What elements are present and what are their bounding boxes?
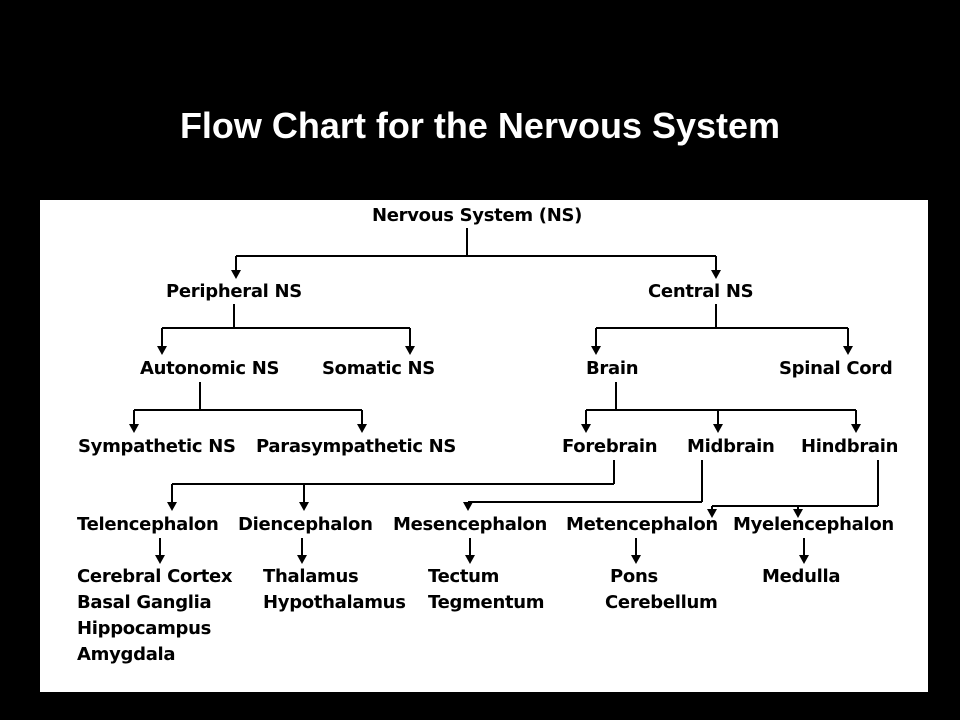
node-peripheral-ns: Peripheral NS bbox=[166, 281, 302, 302]
leaf-amygdala: Amygdala bbox=[77, 644, 176, 665]
leaf-hippocampus: Hippocampus bbox=[77, 618, 212, 639]
node-telencephalon: Telencephalon bbox=[77, 514, 219, 535]
node-brain: Brain bbox=[586, 358, 639, 379]
leaf-medulla: Medulla bbox=[762, 566, 841, 587]
node-sympathetic-ns: Sympathetic NS bbox=[78, 436, 236, 457]
node-hindbrain: Hindbrain bbox=[801, 436, 899, 457]
connector-lines bbox=[129, 228, 879, 564]
arrowhead-icon bbox=[297, 555, 307, 564]
node-forebrain: Forebrain bbox=[562, 436, 658, 457]
arrowhead-icon bbox=[465, 555, 475, 564]
node-spinal-cord: Spinal Cord bbox=[779, 358, 893, 379]
arrowhead-icon bbox=[591, 346, 601, 355]
leaf-thalamus: Thalamus bbox=[263, 566, 359, 587]
node-myelencephalon: Myelencephalon bbox=[733, 514, 894, 535]
leaf-pons: Pons bbox=[610, 566, 658, 587]
arrowhead-icon bbox=[843, 346, 853, 355]
flow-chart-panel: Nervous System (NS) Peripheral NS Centra… bbox=[40, 200, 928, 692]
leaf-tectum: Tectum bbox=[428, 566, 500, 587]
node-nervous-system: Nervous System (NS) bbox=[372, 205, 583, 226]
node-metencephalon: Metencephalon bbox=[566, 514, 718, 535]
node-somatic-ns: Somatic NS bbox=[322, 358, 435, 379]
arrowhead-icon bbox=[851, 424, 861, 433]
arrowhead-icon bbox=[231, 270, 241, 279]
node-diencephalon: Diencephalon bbox=[238, 514, 373, 535]
node-mesencephalon: Mesencephalon bbox=[393, 514, 548, 535]
arrowhead-icon bbox=[799, 555, 809, 564]
node-autonomic-ns: Autonomic NS bbox=[140, 358, 280, 379]
arrowhead-icon bbox=[711, 270, 721, 279]
arrowhead-icon bbox=[713, 424, 723, 433]
node-central-ns: Central NS bbox=[648, 281, 754, 302]
leaf-cerebellum: Cerebellum bbox=[605, 592, 718, 613]
leaf-tegmentum: Tegmentum bbox=[428, 592, 545, 613]
slide-title: Flow Chart for the Nervous System bbox=[179, 105, 781, 146]
leaf-basal-ganglia: Basal Ganglia bbox=[77, 592, 212, 613]
arrowhead-icon bbox=[793, 509, 803, 518]
arrowhead-icon bbox=[129, 424, 139, 433]
arrowhead-icon bbox=[463, 502, 473, 511]
leaf-cerebral-cortex: Cerebral Cortex bbox=[77, 566, 233, 587]
node-parasympathetic-ns: Parasympathetic NS bbox=[256, 436, 457, 457]
arrowhead-icon bbox=[299, 502, 309, 511]
arrowhead-icon bbox=[707, 509, 717, 518]
arrowhead-icon bbox=[357, 424, 367, 433]
node-midbrain: Midbrain bbox=[687, 436, 775, 457]
arrowhead-icon bbox=[405, 346, 415, 355]
arrowhead-icon bbox=[631, 555, 641, 564]
leaf-hypothalamus: Hypothalamus bbox=[263, 592, 406, 613]
arrowhead-icon bbox=[157, 346, 167, 355]
arrowhead-icon bbox=[167, 502, 177, 511]
arrowhead-icon bbox=[155, 555, 165, 564]
arrowhead-icon bbox=[581, 424, 591, 433]
